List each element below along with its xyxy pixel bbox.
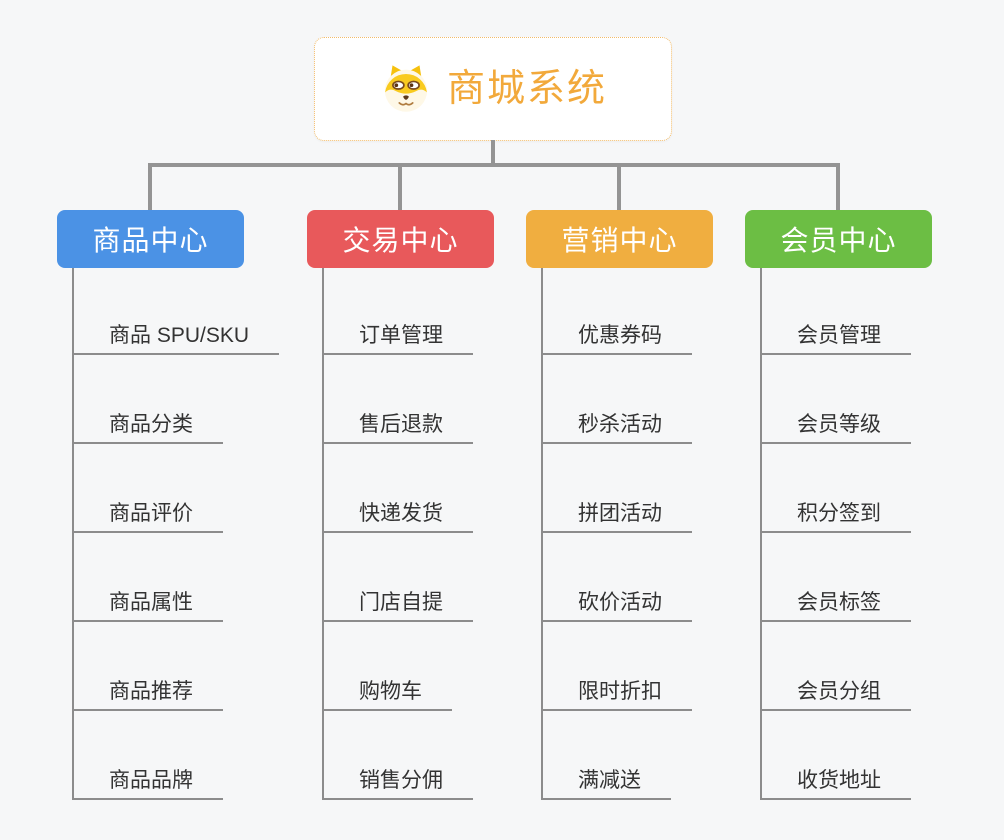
branch-item[interactable]: 会员等级 [762,355,911,444]
branch-drop-line [836,165,840,210]
branch-item[interactable]: 订单管理 [324,268,473,355]
root-node[interactable]: 商城系统 [314,37,672,141]
branch-header-label: 商品中心 [92,225,209,256]
branch-item[interactable]: 商品推荐 [74,622,223,711]
branch-item[interactable]: 积分签到 [762,444,911,533]
branch-drop-line [617,165,621,210]
branch-item[interactable]: 优惠券码 [543,268,692,355]
branch-item[interactable]: 会员分组 [762,622,911,711]
branch-item[interactable]: 满减送 [543,711,671,800]
branch-item[interactable]: 销售分佣 [324,711,473,800]
branch-item[interactable]: 会员管理 [762,268,911,355]
root-connector-horizontal [148,163,840,167]
branch-item[interactable]: 售后退款 [324,355,473,444]
branch-item[interactable]: 会员标签 [762,533,911,622]
branch-header-label: 交易中心 [342,225,459,256]
branch-item[interactable]: 商品属性 [74,533,223,622]
branch-header-label: 营销中心 [561,225,678,256]
branch-item[interactable]: 秒杀活动 [543,355,692,444]
branch-item[interactable]: 限时折扣 [543,622,692,711]
branch-header-product-center[interactable]: 商品中心 [57,210,244,268]
branch-header-trade-center[interactable]: 交易中心 [307,210,494,268]
branch-header-marketing-center[interactable]: 营销中心 [526,210,713,268]
branch-drop-line [398,165,402,210]
branch-header-member-center[interactable]: 会员中心 [745,210,932,268]
branch-drop-line [148,165,152,210]
branch-item[interactable]: 商品评价 [74,444,223,533]
root-title: 商城系统 [446,68,607,110]
branch-item[interactable]: 商品 SPU/SKU [74,268,280,355]
branch-items-marketing-center: 优惠券码秒杀活动拼团活动砍价活动限时折扣满减送 [541,268,692,800]
branch-items-member-center: 会员管理会员等级积分签到会员标签会员分组收货地址 [760,268,911,800]
branch-item[interactable]: 商品分类 [74,355,223,444]
branch-items-trade-center: 订单管理售后退款快递发货门店自提购物车销售分佣 [322,268,473,800]
branch-item[interactable]: 门店自提 [324,533,473,622]
branch-header-label: 会员中心 [780,225,897,256]
branch-item[interactable]: 收货地址 [762,711,911,800]
branch-item[interactable]: 拼团活动 [543,444,692,533]
branch-item[interactable]: 商品品牌 [74,711,223,800]
branch-item[interactable]: 快递发货 [324,444,473,533]
root-connector-vertical [491,140,495,165]
dog-face-icon [379,62,433,116]
branch-item[interactable]: 购物车 [324,622,452,711]
branch-item[interactable]: 砍价活动 [543,533,692,622]
